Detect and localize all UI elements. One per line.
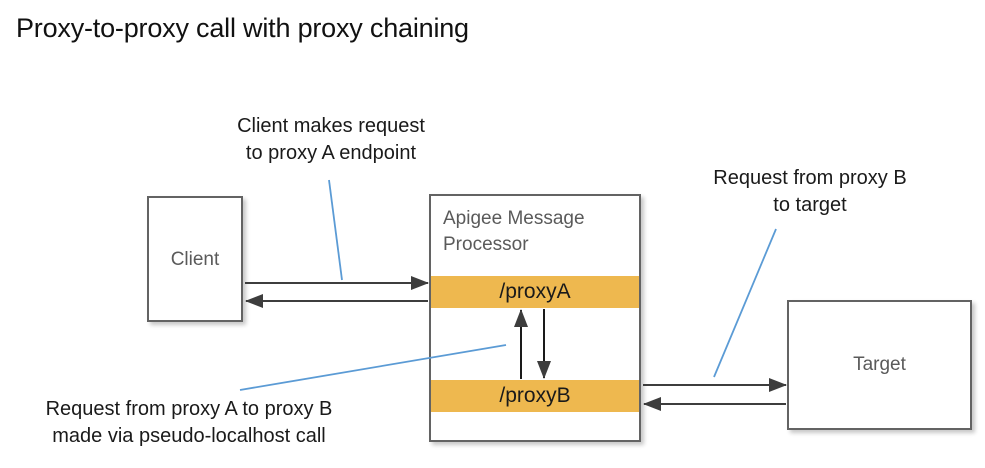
target-node-label: Target bbox=[853, 354, 906, 375]
annotation-proxyb-to-target: Request from proxy B to target bbox=[713, 167, 907, 216]
connector-target-annotation bbox=[713, 228, 777, 378]
connector-client-annotation bbox=[328, 179, 343, 281]
annotation-proxy-chain: Request from proxy A to proxy B made via… bbox=[45, 398, 333, 447]
target-node bbox=[787, 300, 972, 430]
proxy-a-bar: /proxyA bbox=[431, 276, 639, 308]
proxy-b-bar: /proxyB bbox=[431, 380, 639, 412]
proxy-a-label: /proxyA bbox=[499, 280, 571, 303]
client-node bbox=[147, 196, 243, 322]
client-node-label: Client bbox=[170, 249, 220, 270]
message-processor-label: Apigee Message Processor bbox=[443, 208, 585, 255]
page-title: Proxy-to-proxy call with proxy chaining bbox=[16, 13, 469, 43]
proxy-b-label: /proxyB bbox=[499, 384, 571, 407]
annotation-client-request: Client makes request to proxy A endpoint bbox=[237, 115, 425, 164]
